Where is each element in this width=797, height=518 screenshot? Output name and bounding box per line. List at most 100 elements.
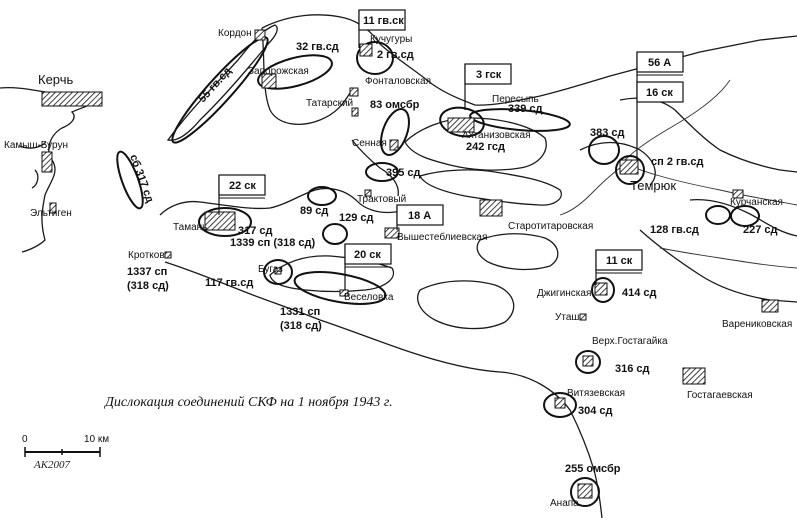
unit-ovals: [116, 36, 760, 507]
oval-sp2gvsd: [615, 155, 645, 185]
azov-coast: [261, 14, 797, 106]
marker-kurchanskaya: [732, 189, 744, 199]
label-383sd: 383 сд: [590, 127, 625, 139]
label-kuchugury: Кучугуры: [370, 34, 412, 45]
marker-temryuk: [619, 159, 639, 175]
label-32gvsd: 32 гв.сд: [296, 41, 339, 53]
label-traktovy: Трактовый: [357, 194, 406, 205]
label-242gsd: 242 гсд: [466, 141, 505, 153]
label-gostagayevskaya: Гостагаевская: [687, 390, 753, 401]
marker-bugaz: [274, 267, 282, 275]
label-304sd: 304 сд: [578, 405, 613, 417]
marker-tatarsky: [351, 107, 359, 117]
label-sp2gvsd: сп 2 гв.сд: [651, 156, 704, 168]
label-bugaz: Бугаз: [258, 264, 283, 275]
label-kordon: Кордон: [218, 28, 252, 39]
label-veselovka: Веселовка: [344, 292, 394, 303]
marker-zaporozhskaya: [261, 73, 277, 89]
marker-fontalovskaya: [349, 87, 359, 97]
chushka-spit: [166, 24, 278, 141]
label-krotkov: Кротков: [128, 250, 165, 261]
oval-339sd: [469, 108, 571, 132]
kordon-west: [261, 27, 353, 125]
hq-56a: 56 А: [636, 51, 684, 160]
label-255omsbr: 255 омсбр: [565, 463, 621, 475]
marker-taman: [204, 211, 236, 231]
oval-1331sp: [293, 271, 387, 305]
label-varenikovskaya: Варениковская: [722, 319, 792, 330]
oval-sb317sd: [116, 150, 144, 210]
label-verkh-gostagayka: Верх.Гостагайка: [592, 336, 668, 347]
oval-255omsbr: [570, 477, 600, 507]
oval-316sd: [575, 350, 601, 374]
protoka: [624, 79, 731, 161]
settlements: [41, 29, 779, 499]
hq-3gsk-label: 3 гск: [476, 69, 502, 81]
label-kurchanskaya: Курчанская: [730, 197, 783, 208]
label-2gvsd: 2 гв.сд: [377, 49, 414, 61]
hq-11sk-label: 11 ск: [606, 255, 633, 267]
marker-kamysh: [41, 151, 53, 173]
oval-317sd: [198, 207, 252, 237]
label-anapa: Анапа: [550, 498, 579, 509]
oval-89sd: [307, 186, 337, 206]
marker-vyshestebliyevskaya: [384, 227, 400, 239]
scale-zero: 0: [22, 434, 28, 445]
label-1331sub: (318 сд): [280, 320, 322, 332]
oval-128gvsd: [705, 205, 731, 225]
coastlines: [0, 14, 797, 518]
town-labels: Керчь Камыш-Бурун Эльтиген Кордон Запоро…: [4, 28, 792, 509]
label-128gvsd: 128 гв.сд: [650, 224, 699, 236]
hq-flags: 11 гв.ск 3 гск 56 А 16 ск 22 ск 18 А: [218, 9, 684, 290]
scale-ten: 10 км: [84, 434, 109, 445]
hq-3gsk: 3 гск: [464, 63, 512, 110]
label-1331sp: 1331 сп: [280, 306, 320, 318]
kurchanskaya-shore: [689, 198, 797, 237]
hq-18a: 18 А: [396, 204, 444, 230]
label-129sd: 129 сд: [339, 212, 374, 224]
label-339sd: 339 сд: [508, 103, 543, 115]
oval-304sd: [543, 392, 577, 418]
kuban-delta: [579, 97, 797, 186]
label-414sd: 414 сд: [622, 287, 657, 299]
oval-227sd: [730, 205, 760, 227]
marker-akhtanizovskaya: [447, 117, 475, 133]
label-vityazevskaya: Витязевская: [567, 388, 625, 399]
label-1337sp: 1337 сп: [127, 266, 167, 278]
label-vyshestebliyevskaya: Вышестеблиевская: [397, 231, 487, 243]
label-1339sp: 1339 сп (318 сд): [230, 237, 316, 249]
hq-20sk: 20 ск: [344, 243, 392, 290]
oval-414sd: [591, 277, 615, 303]
marker-varenikovskaya: [761, 299, 779, 313]
rivers: [559, 79, 797, 269]
marker-kordon: [254, 29, 266, 41]
crimea-coast-inner: [19, 141, 47, 189]
marker-dzhiginskaya: [594, 282, 608, 296]
scale-bar: 0 10 км АК2007: [22, 434, 109, 471]
label-227sd: 227 сд: [743, 224, 778, 236]
marker-anapa: [577, 483, 593, 499]
kuban-river: [624, 163, 797, 206]
marker-starotitarovskaya: [479, 199, 503, 217]
oval-2gvsd: [356, 41, 394, 75]
label-utash: Уташ: [555, 312, 579, 323]
oval-395sd: [365, 162, 399, 182]
label-peresyp: Пересыпь: [492, 94, 539, 105]
oval-129sd: [322, 223, 348, 245]
label-dzhiginskaya: Джигинская: [537, 288, 591, 299]
hq-16sk-label: 16 ск: [646, 87, 673, 99]
marker-traktovy: [364, 189, 372, 197]
taman-bay: [159, 139, 441, 216]
hq-11sk: 11 ск: [595, 249, 643, 285]
marker-kerch: [41, 91, 103, 107]
label-kamysh: Камыш-Бурун: [4, 140, 68, 151]
hq-22sk-label: 22 ск: [229, 180, 256, 192]
oval-117gvsd: [263, 259, 293, 285]
marker-kuchugury: [359, 43, 373, 57]
marker-vityazevskaya: [554, 397, 566, 409]
label-eltigen: Эльтиген: [30, 208, 72, 219]
varenikovskaya-shore: [639, 229, 797, 303]
label-fontalovskaya: Фонталовская: [365, 76, 431, 87]
